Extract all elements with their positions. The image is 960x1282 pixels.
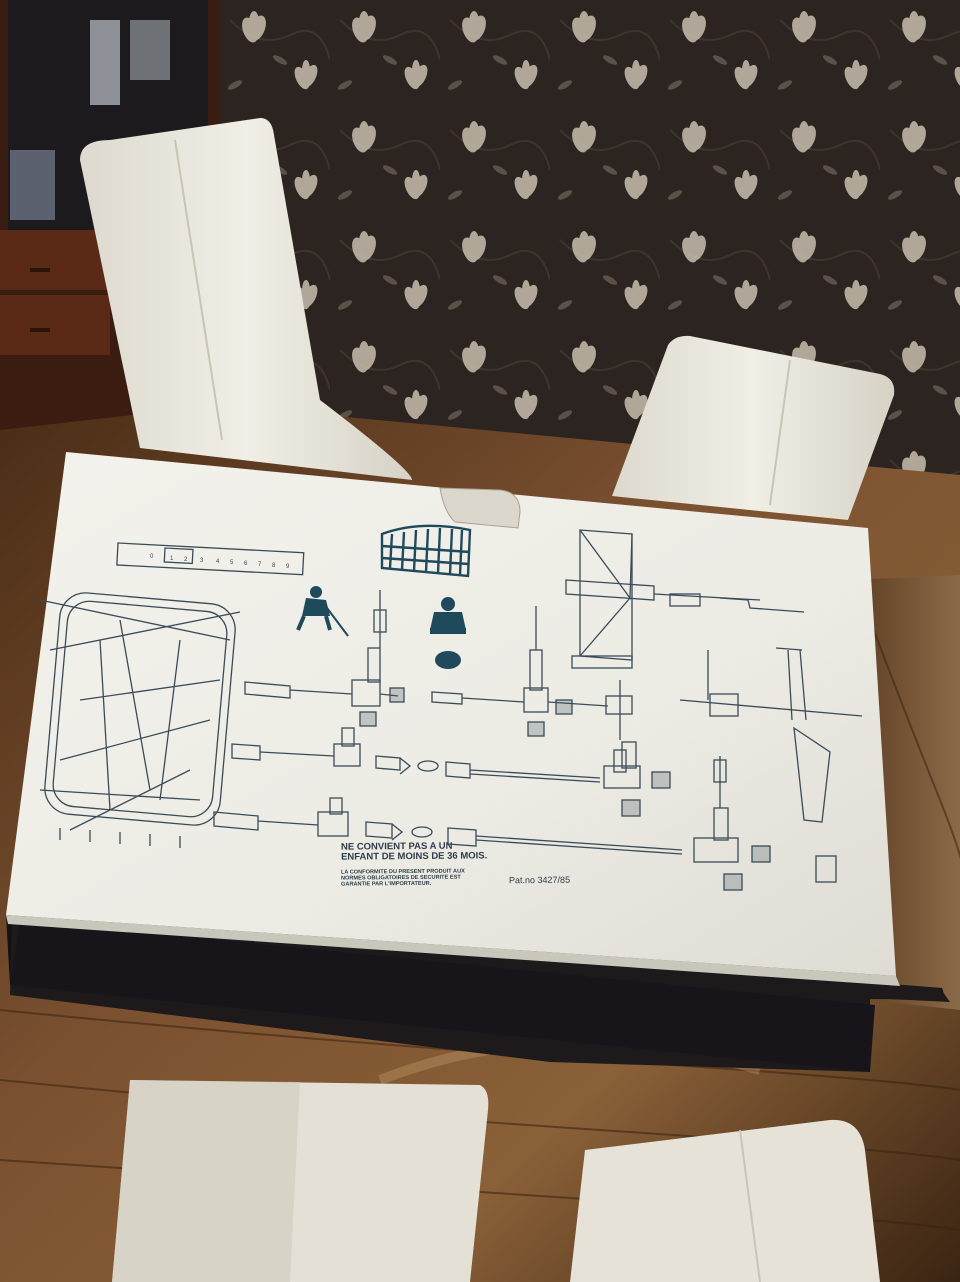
rod-row-2	[431, 606, 633, 773]
scale-number: 8	[272, 563, 276, 569]
scale-number: 1	[170, 556, 174, 562]
puck-icon	[435, 651, 461, 669]
scale-number: 5	[230, 560, 234, 566]
hockey-player-icon	[296, 586, 349, 637]
chair-front-left	[112, 1080, 489, 1282]
chair-back-right	[612, 335, 895, 520]
goal-frame-diagram	[565, 529, 805, 669]
goal-net-icon	[380, 524, 472, 578]
conformity-notice: LA CONFORMITE DU PRESENT PRODUIT AUX NOR…	[340, 868, 465, 888]
rod-row-3	[231, 727, 671, 817]
scale-number: 9	[286, 564, 290, 570]
pivot-assembly	[679, 647, 863, 883]
rink-diagram-icon	[39, 592, 241, 848]
scale-number: 7	[258, 562, 262, 568]
rod-row-1	[244, 590, 405, 727]
goalie-icon	[430, 597, 466, 634]
scale-number: 2	[184, 557, 188, 563]
box-lid	[6, 452, 896, 976]
scale-number: 4	[216, 559, 220, 565]
scale-number: 6	[244, 561, 248, 567]
scale-number: 0	[150, 554, 154, 560]
assembly-diagram	[39, 529, 863, 891]
scale-ruler	[116, 542, 305, 576]
rod-row-4	[213, 756, 771, 891]
age-warning-text: NE CONVIENT PAS A UN ENFANT DE MOINS DE …	[340, 840, 488, 863]
chair-back-left	[80, 118, 412, 480]
chair-front-right	[570, 1119, 880, 1282]
patent-number: Pat.no 3427/85	[508, 874, 571, 886]
scale-number: 3	[200, 558, 204, 564]
